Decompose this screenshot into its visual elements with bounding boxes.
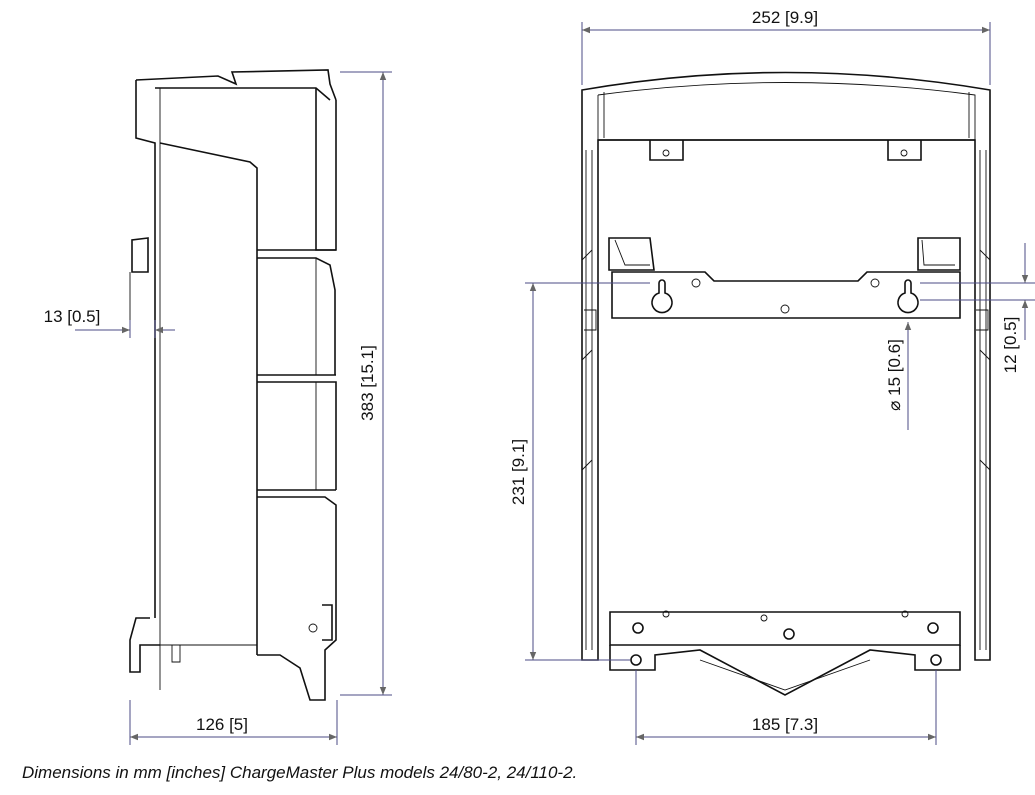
- overall-width-label: 252 [9.9]: [752, 8, 818, 27]
- depth-label: 126 [5]: [196, 715, 248, 734]
- front-view: [581, 71, 991, 696]
- bottom-hole-spacing-label: 185 [7.3]: [752, 715, 818, 734]
- side-view: [129, 69, 337, 701]
- hole-spacing-label: 231 [9.1]: [509, 439, 528, 505]
- keyhole-diameter-label: ⌀ 15 [0.6]: [885, 339, 904, 411]
- keyhole-offset-label: 12 [0.5]: [1001, 317, 1020, 374]
- figure-caption: Dimensions in mm [inches] ChargeMaster P…: [22, 763, 578, 782]
- wall-offset-label: 13 [0.5]: [44, 307, 101, 326]
- overall-height-label: 383 [15.1]: [358, 345, 377, 421]
- dimension-lines: [75, 22, 1035, 745]
